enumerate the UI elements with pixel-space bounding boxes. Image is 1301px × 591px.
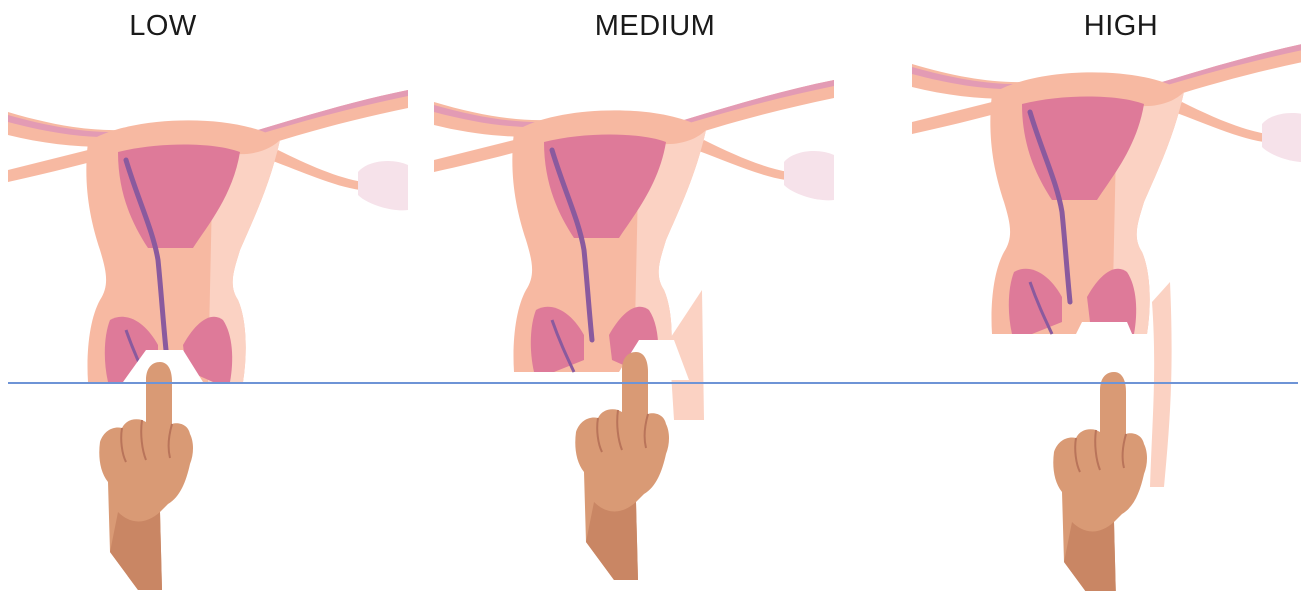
label-low: LOW bbox=[63, 10, 263, 43]
panel-medium bbox=[434, 80, 834, 580]
label-medium: MEDIUM bbox=[555, 10, 755, 43]
reference-line bbox=[8, 382, 1298, 384]
label-high: HIGH bbox=[1021, 10, 1221, 43]
panel-high bbox=[912, 42, 1301, 591]
panel-low bbox=[8, 90, 408, 590]
